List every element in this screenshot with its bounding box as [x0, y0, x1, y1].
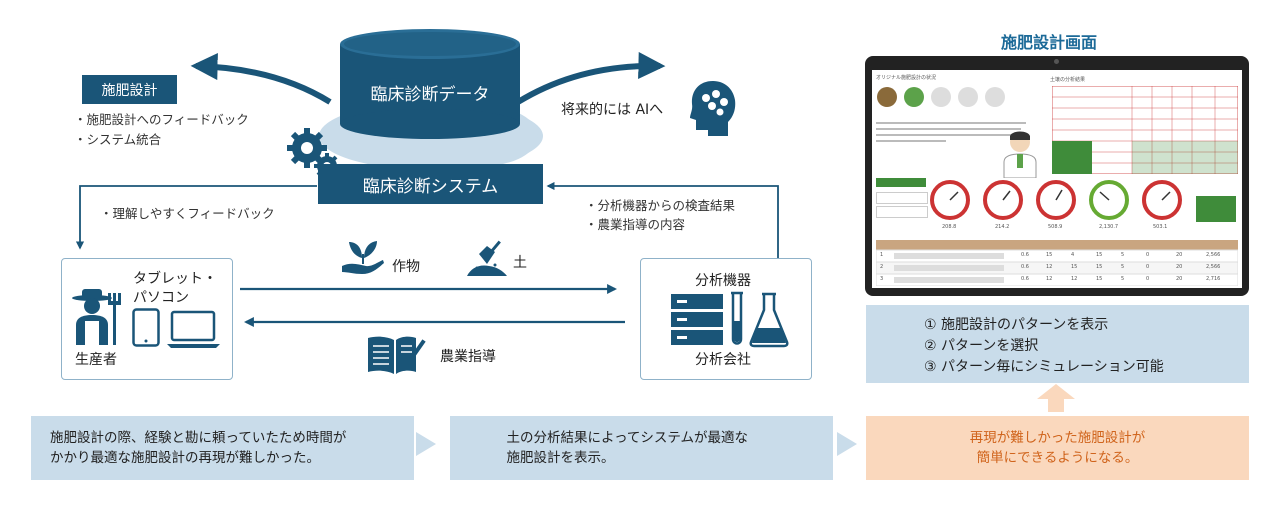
chevron-2: [837, 432, 857, 456]
up-arrow: [1037, 384, 1075, 412]
producer-label: 生産者: [75, 352, 117, 368]
feedback-text: ・理解しやすくフィードバック: [100, 206, 275, 221]
info-text-lines: [876, 120, 1036, 150]
doctor-icon: [1000, 128, 1040, 179]
steps-box: ① 施肥設計のパターンを表示 ② パターンを選択 ③ パターン毎にシミュレーショ…: [866, 305, 1249, 383]
gauge-row: [930, 180, 1190, 224]
gauge-value: 208.8: [942, 224, 957, 230]
screen-title: 施肥設計画面: [1001, 33, 1098, 52]
gauge-value: 508.9: [1048, 224, 1063, 230]
tablet-camera: [1054, 59, 1059, 64]
pattern-item[interactable]: [876, 192, 928, 204]
company-label: 分析会社: [695, 352, 751, 368]
mini-bar: [1196, 196, 1236, 222]
soil-icon: [465, 238, 510, 278]
problem-line-2: かかり最適な施肥設計の再現が難しかった。: [50, 450, 320, 466]
equipment-label: 分析機器: [695, 273, 751, 289]
crop-label: 作物: [392, 259, 420, 275]
soil-label: 土: [513, 255, 527, 271]
device-label-2: パソコン: [133, 290, 189, 306]
arrow-lab-to-system: [546, 181, 779, 258]
table-title: 土壌の分析結果: [1050, 77, 1086, 83]
fert-bullet-2: ・システム統合: [74, 132, 162, 147]
solution-box: 土の分析結果によってシステムが最適な 施肥設計を表示。: [450, 416, 833, 480]
arrow-system-to-producer: [75, 185, 317, 250]
chevron-1: [416, 432, 436, 456]
problem-box: 施肥設計の際、経験と勘に頼っていたため時間が かかり最適な施肥設計の再現が難しか…: [31, 416, 414, 480]
crop-icon: [340, 238, 385, 276]
pattern-table-row[interactable]: 2 0.6 12 15 15 5 0 20 2,566: [880, 264, 1221, 270]
gauge-value: 2,130.7: [1099, 224, 1119, 230]
server-icon: [671, 294, 723, 346]
result-line-1: 再現が難しかった施肥設計が: [969, 430, 1146, 446]
step-2: ② パターンを選択: [924, 338, 1039, 354]
future-ai-text: 将来的には AIへ: [561, 102, 664, 118]
pattern-table-row[interactable]: 1 0.6 15 4 15 5 0 20 2,566: [880, 252, 1221, 258]
result-box: 再現が難しかった施肥設計が 簡単にできるようになる。: [866, 416, 1249, 480]
lab-bullet-2: ・農業指導の内容: [585, 217, 686, 232]
step-icons: [876, 86, 1036, 108]
book-icon: [366, 332, 426, 376]
problem-line-1: 施肥設計の際、経験と勘に頼っていたため時間が: [50, 430, 347, 446]
arrow-db-to-fert: [190, 53, 332, 105]
gauge-value: 503.1: [1153, 224, 1168, 230]
clinical-system-label: 臨床診断システム: [318, 164, 543, 204]
pattern-table: [875, 240, 1239, 287]
step-1: ① 施肥設計のパターンを表示: [924, 317, 1109, 333]
pattern-table-row[interactable]: 3 0.6 12 12 15 5 0 20 2,716: [880, 276, 1221, 282]
result-text: 再現が難しかった施肥設計が 簡単にできるようになる。: [970, 428, 1146, 468]
lab-box: [640, 258, 812, 380]
solution-text: 土の分析結果によってシステムが最適な 施肥設計を表示。: [507, 428, 777, 468]
app-title: オリジナル施肥設計の状況: [876, 75, 937, 81]
laptop-icon: [166, 310, 221, 350]
problem-text: 施肥設計の際、経験と勘に頼っていたため時間が かかり最適な施肥設計の再現が難しか…: [50, 428, 395, 468]
solution-line-1: 土の分析結果によってシステムが最適な: [506, 430, 749, 446]
soil-table: [1051, 85, 1239, 175]
farmer-icon: [70, 287, 130, 347]
ai-head-icon: [688, 78, 738, 138]
fert-bullet-1: ・施肥設計へのフィードバック: [74, 112, 249, 127]
database-icon: [340, 28, 520, 140]
database-label: 臨床診断データ: [370, 85, 490, 105]
arrow-db-to-ai: [516, 51, 666, 105]
fert-design-label: 施肥設計: [82, 75, 177, 104]
step-3: ③ パターン毎にシミュレーション可能: [924, 359, 1164, 375]
test-tube-icon: [729, 291, 745, 349]
tablet-icon: [132, 308, 162, 348]
result-line-2: 簡単にできるようになる。: [976, 450, 1139, 466]
tablet-screen: オリジナル施肥設計の状況: [872, 70, 1242, 288]
solution-line-2: 施肥設計を表示。: [506, 450, 615, 466]
device-label-1: タブレット・: [133, 271, 217, 287]
flask-icon: [749, 292, 789, 348]
calc-button[interactable]: [876, 178, 926, 187]
tablet-frame: オリジナル施肥設計の状況: [865, 56, 1249, 296]
pattern-item[interactable]: [876, 206, 928, 218]
lab-bullet-1: ・分析機器からの検査結果: [585, 198, 736, 213]
gauge-value: 214.2: [995, 224, 1010, 230]
guidance-label: 農業指導: [440, 349, 496, 365]
